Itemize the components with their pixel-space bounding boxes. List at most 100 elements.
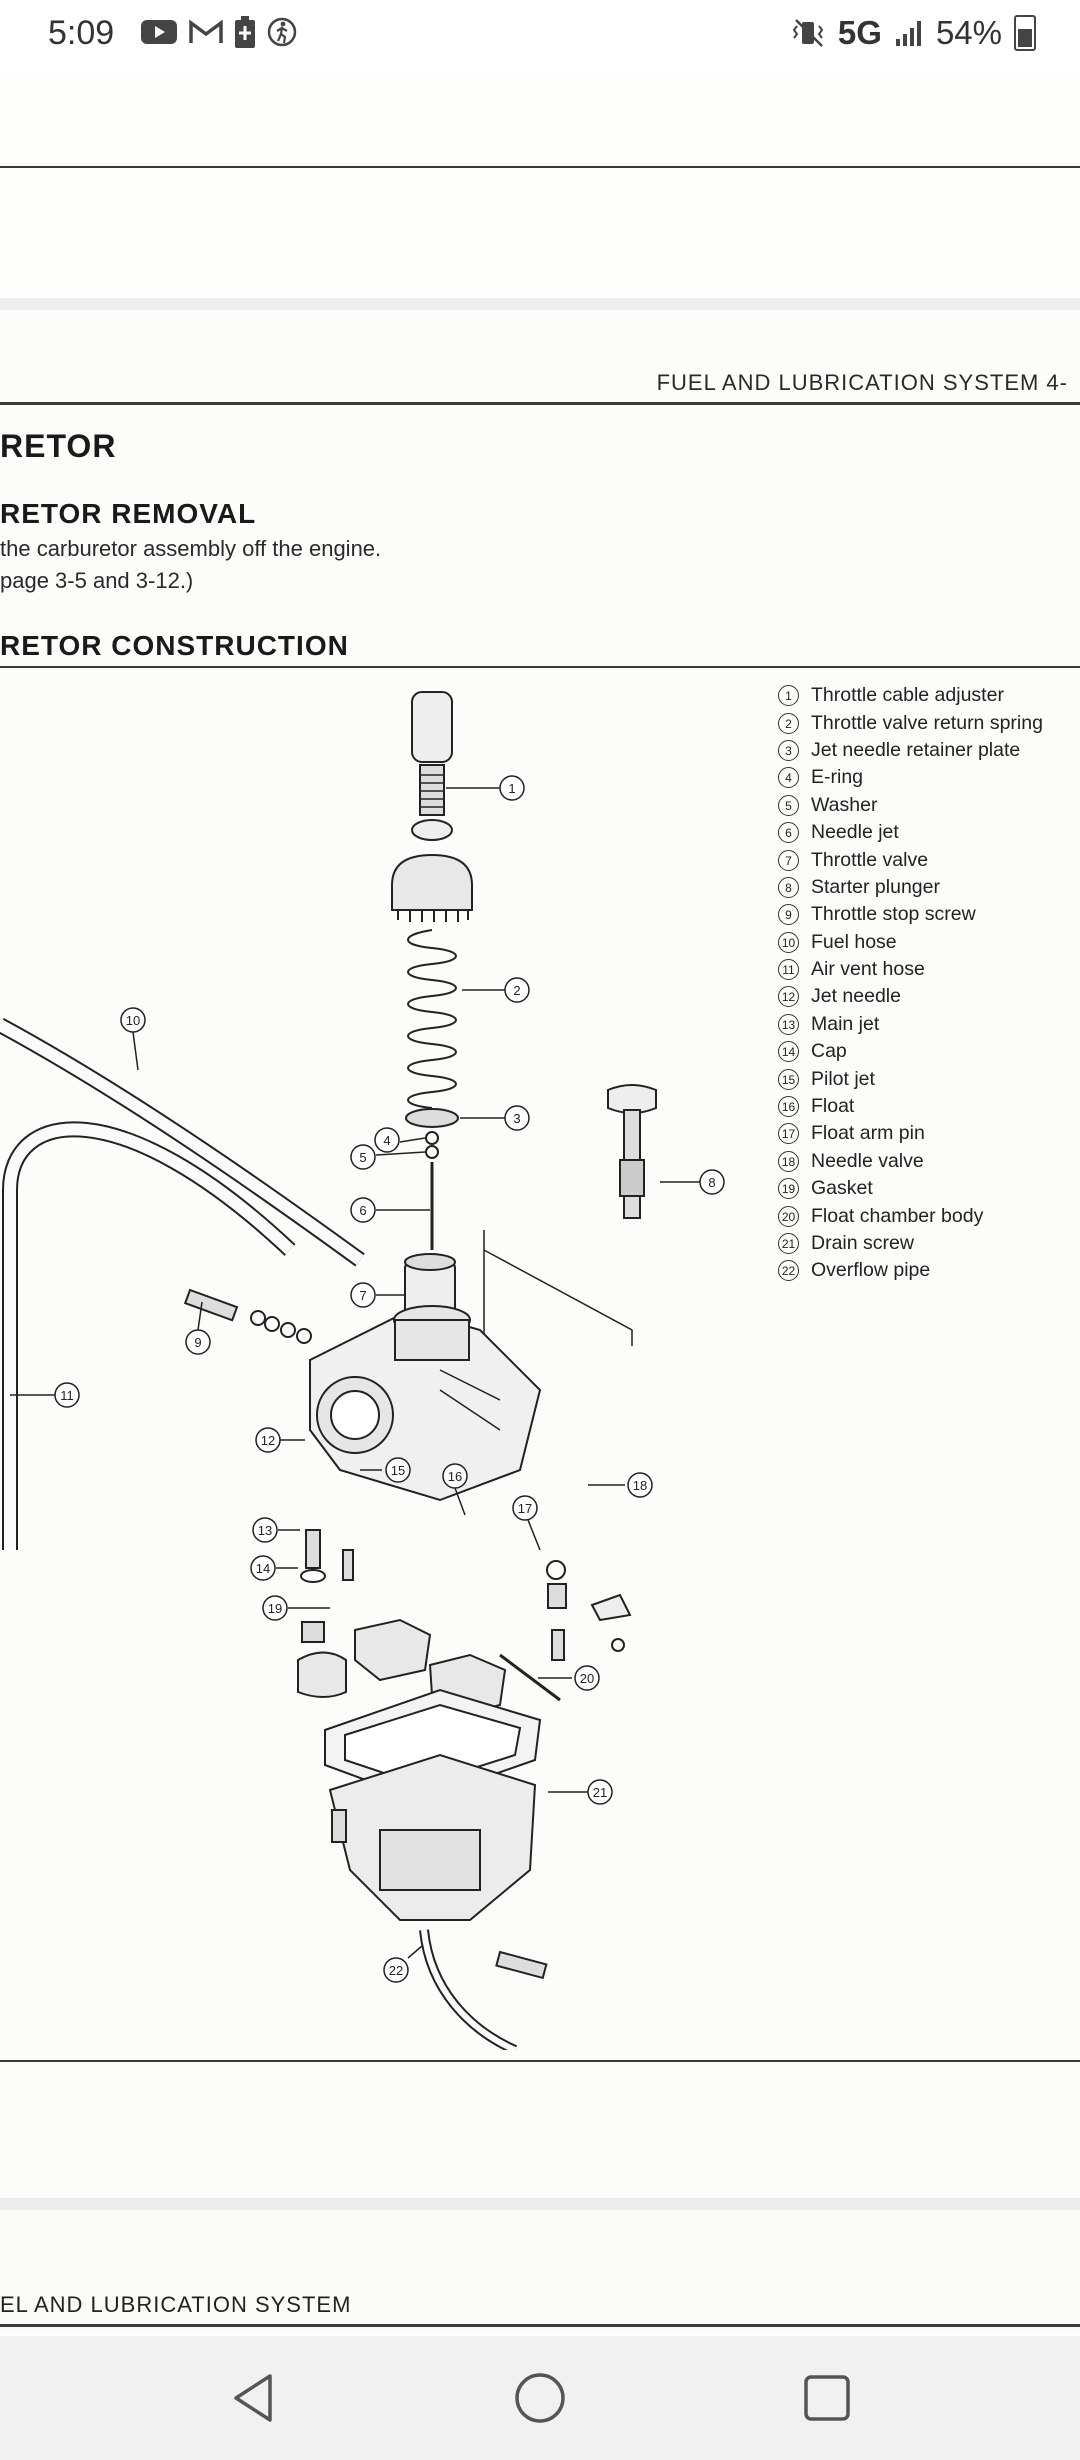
callout-1: 1	[508, 781, 515, 796]
home-icon	[515, 2373, 565, 2423]
legend-label: Throttle valve return spring	[811, 711, 1043, 734]
notification-icons	[140, 16, 298, 48]
callout-18: 18	[633, 1478, 647, 1493]
legend-number: 11	[778, 959, 799, 981]
legend-number: 21	[778, 1233, 799, 1254]
legend-label: Drain screw	[811, 1232, 914, 1254]
callout-15: 15	[391, 1463, 405, 1478]
battery-percent: 54%	[935, 14, 1002, 51]
activity-icon	[267, 17, 297, 47]
construction-heading: RETOR CONSTRUCTION	[0, 630, 349, 661]
callout-3: 3	[513, 1111, 520, 1126]
legend-number: 4	[778, 767, 799, 789]
gmail-icon	[189, 19, 223, 43]
callout-4: 4	[383, 1133, 390, 1148]
legend-item: 11 Air vent hose	[778, 956, 1080, 983]
manual-page: FUEL AND LUBRICATION SYSTEM 4- RETOR RET…	[0, 310, 1080, 2198]
callout-20: 20	[580, 1671, 594, 1686]
status-right: 5G 54%	[792, 14, 1036, 52]
legend-item: 4 E-ring	[778, 764, 1080, 791]
callout-14: 14	[256, 1561, 270, 1576]
page-gap	[0, 2198, 1080, 2210]
callout-7: 7	[359, 1288, 366, 1303]
page-rule	[0, 166, 1080, 168]
legend-label: Float arm pin	[811, 1122, 925, 1145]
legend-label: Jet needle retainer plate	[811, 738, 1021, 761]
legend-number: 15	[778, 1068, 799, 1090]
drain-screw	[495, 1950, 548, 1980]
callout-11: 11	[60, 1388, 74, 1403]
header-rule	[0, 402, 1080, 405]
youtube-icon	[141, 20, 177, 44]
legend-item: 13 Main jet	[778, 1011, 1080, 1038]
callout-17: 17	[518, 1501, 532, 1516]
legend-number: 7	[778, 849, 799, 871]
callout-21: 21	[593, 1785, 607, 1800]
legend-number: 13	[778, 1013, 799, 1035]
float-left	[354, 1618, 432, 1682]
page-fragment-top	[0, 76, 1080, 298]
back-icon	[234, 2374, 272, 2422]
legend-label: Cap	[811, 1040, 847, 1063]
back-button[interactable]	[218, 2368, 288, 2428]
home-button[interactable]	[505, 2368, 575, 2428]
status-bar: 5:09 5G 54%	[0, 0, 1080, 76]
legend-label: Throttle valve	[811, 848, 929, 871]
callout-6: 6	[359, 1203, 366, 1218]
throttle-stop-screw	[183, 1288, 239, 1322]
legend-number: 10	[778, 931, 799, 953]
legend-item: 10 Fuel hose	[778, 929, 1080, 956]
recents-icon	[804, 2375, 850, 2421]
callout-2: 2	[513, 983, 520, 998]
legend-number: 3	[778, 739, 799, 761]
legend-number: 5	[778, 794, 799, 816]
legend-item: 14 Cap	[778, 1038, 1080, 1065]
legend-number: 14	[778, 1041, 799, 1063]
legend-label: Float	[811, 1095, 855, 1118]
callout-16: 16	[448, 1469, 462, 1484]
legend-number: 20	[778, 1205, 799, 1227]
running-footer: EL AND LUBRICATION SYSTEM	[0, 2292, 352, 2317]
callout-8: 8	[708, 1175, 715, 1190]
callout-13: 13	[258, 1523, 272, 1538]
legend-number: 6	[778, 822, 799, 844]
cable-adjuster-cap	[411, 691, 453, 763]
recents-button[interactable]	[792, 2368, 862, 2428]
callout-19: 19	[268, 1601, 282, 1616]
carburetor-exploded-diagram: 1 2 3 4 5 6 7 8 9 10 11 12 15 16 17 18 1…	[0, 691, 725, 2050]
running-header: FUEL AND LUBRICATION SYSTEM 4-	[656, 370, 1068, 395]
air-vent-hose	[2, 1121, 296, 1550]
page-gap	[0, 298, 1080, 310]
legend-number: 16	[778, 1096, 799, 1118]
legend-item: 21 Drain screw	[778, 1230, 1080, 1257]
starter-plunger	[607, 1084, 657, 1114]
battery-icon	[1014, 15, 1036, 51]
callout-10: 10	[126, 1013, 140, 1028]
legend-label: Needle valve	[811, 1149, 924, 1172]
legend-label: Starter plunger	[811, 875, 940, 898]
signal-icon	[895, 21, 921, 46]
page-fragment-bottom: EL AND LUBRICATION SYSTEM	[0, 2210, 1080, 2332]
vibrate-mute-icon	[792, 19, 824, 47]
network-type: 5G	[837, 14, 882, 51]
overflow-pipe	[419, 1929, 518, 2050]
legend-label: Air vent hose	[811, 958, 925, 981]
legend-number: 2	[778, 712, 799, 734]
legend-number: 8	[778, 876, 799, 898]
legend-number: 22	[778, 1260, 799, 1282]
legend-label: Fuel hose	[811, 930, 897, 953]
callout-5: 5	[359, 1150, 366, 1165]
legend-label: E-ring	[811, 766, 864, 789]
legend-label: Main jet	[811, 1012, 880, 1035]
legend-label: Jet needle	[811, 985, 901, 1008]
heading-rule	[0, 666, 1080, 668]
legend-item: 2 Throttle valve return spring	[778, 709, 1080, 736]
callout-22: 22	[389, 1963, 403, 1978]
